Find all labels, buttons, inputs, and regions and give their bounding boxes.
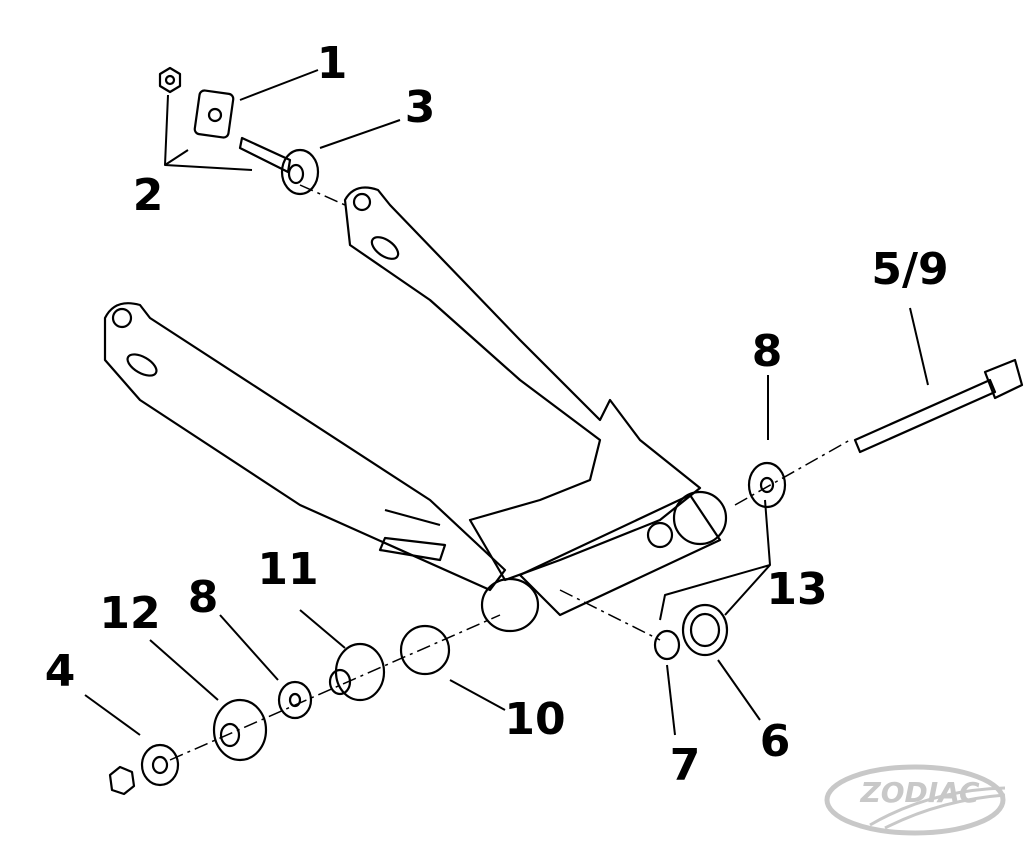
part-8-washer-left bbox=[277, 680, 313, 720]
part-2-nut bbox=[158, 66, 182, 94]
callout-13: 13 bbox=[766, 564, 828, 615]
part-12-bushing bbox=[212, 698, 268, 762]
part-3-bolt bbox=[238, 136, 292, 174]
right-arm-slot bbox=[370, 236, 400, 260]
part-11-bushing bbox=[334, 642, 386, 702]
part-4-nut bbox=[108, 765, 136, 796]
swingarm-left-arm bbox=[103, 302, 507, 592]
callout-5-9: 5/9 bbox=[871, 244, 949, 295]
cross-tube bbox=[518, 493, 722, 617]
callout-12: 12 bbox=[99, 588, 161, 639]
callout-8-right: 8 bbox=[751, 326, 783, 377]
part-10-sleeve bbox=[399, 624, 451, 676]
part-6-bushing bbox=[681, 603, 729, 657]
part-5-9-axle bbox=[853, 378, 997, 454]
part-4-washer bbox=[140, 743, 180, 787]
callout-8-left: 8 bbox=[187, 572, 219, 623]
zodiac-logo: ZODIAC bbox=[824, 764, 1006, 836]
callout-10: 10 bbox=[504, 694, 566, 745]
callout-11: 11 bbox=[257, 544, 319, 595]
pivot-tube-right bbox=[672, 490, 728, 546]
callout-6: 6 bbox=[759, 716, 791, 767]
part-8-washer-right bbox=[747, 461, 787, 509]
right-arm-eye bbox=[352, 192, 372, 212]
part-7-washer bbox=[653, 629, 681, 661]
callout-7: 7 bbox=[669, 740, 701, 791]
callout-4: 4 bbox=[44, 646, 76, 697]
swingarm-right-arm bbox=[343, 186, 702, 582]
callout-2: 2 bbox=[132, 170, 164, 221]
pivot-tube-left bbox=[480, 577, 540, 633]
part-1-clip bbox=[193, 89, 235, 139]
left-arm-slot bbox=[126, 353, 158, 377]
callout-1: 1 bbox=[316, 38, 348, 89]
logo-text: ZODIAC bbox=[859, 776, 980, 809]
left-arm-eye bbox=[111, 307, 133, 329]
callout-3: 3 bbox=[404, 82, 436, 133]
